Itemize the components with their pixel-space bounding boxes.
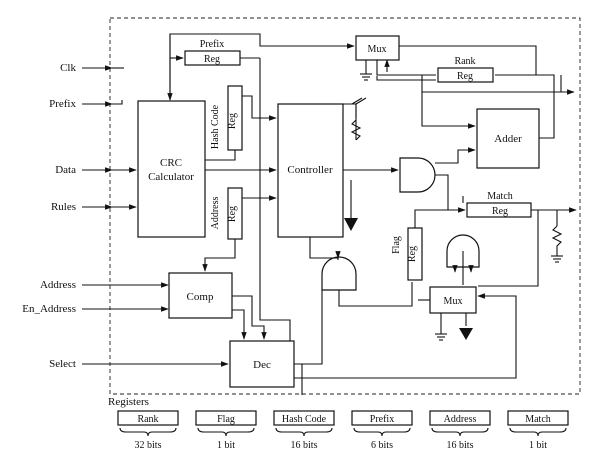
legend-brace	[197, 427, 255, 437]
flag-register-reg: Reg	[407, 246, 418, 262]
and-gate-main	[399, 157, 436, 193]
input-label-clk: Clk	[60, 62, 76, 74]
legend-register-name: Match	[525, 414, 551, 425]
prefix-register-reg: Reg	[204, 54, 220, 65]
rank-register	[437, 67, 494, 83]
legend-title: Registers	[108, 396, 149, 408]
crc-calculator-block	[137, 100, 206, 238]
mux-bottom-label: Mux	[444, 296, 463, 307]
legend-register-name: Rank	[137, 414, 158, 425]
input-label-select: Select	[49, 358, 76, 370]
address-register-label: Address	[210, 197, 221, 230]
hash-code-register-reg: Reg	[227, 113, 238, 129]
legend-brace	[275, 427, 333, 437]
legend-brace	[353, 427, 411, 437]
input-label-data: Data	[55, 164, 76, 176]
comp-label: Comp	[187, 291, 214, 303]
legend-register-box	[507, 410, 569, 426]
adder-label: Adder	[494, 133, 522, 145]
input-label-address: Address	[40, 279, 76, 291]
prefix-register-label: Prefix	[200, 39, 224, 50]
comp-block	[168, 272, 233, 319]
mux-bottom-block	[429, 286, 477, 314]
legend-register-bits: 16 bits	[291, 440, 318, 451]
controller-label: Controller	[287, 164, 333, 176]
input-label-en-address: En_Address	[22, 303, 76, 315]
legend-brace	[119, 427, 177, 437]
legend-register-box	[273, 410, 335, 426]
rank-register-label: Rank	[454, 56, 475, 67]
mux-top-label: Mux	[368, 44, 387, 55]
hash-code-register-label: Hash Code	[210, 104, 221, 149]
legend-brace	[509, 427, 567, 437]
dec-label: Dec	[253, 359, 271, 371]
address-register-reg: Reg	[227, 206, 238, 222]
crc-calculator-label-line2: Calculator	[148, 171, 194, 183]
legend-register-box	[429, 410, 491, 426]
crc-calculator-label-line1: CRC	[160, 157, 182, 169]
match-register-label: Match	[487, 191, 513, 202]
input-label-prefix: Prefix	[49, 98, 76, 110]
ground-triangle-mux	[459, 328, 473, 340]
legend-register-name: Address	[444, 414, 477, 425]
legend-register-name: Flag	[217, 414, 235, 425]
legend-register-bits: 6 bits	[371, 440, 393, 451]
system-boundary	[109, 17, 581, 395]
input-label-rules: Rules	[51, 201, 76, 213]
legend-register-box	[195, 410, 257, 426]
legend-register-bits: 1 bit	[529, 440, 547, 451]
register-legend: Rank 32 bits Flag 1 bit Hash Code 16 bits Pref…	[117, 410, 569, 451]
rank-register-reg: Reg	[457, 71, 473, 82]
legend-register-box	[351, 410, 413, 426]
flag-register-label: Flag	[391, 236, 402, 254]
legend-register-name: Prefix	[370, 414, 394, 425]
legend-register-box	[117, 410, 179, 426]
legend-register-bits: 32 bits	[135, 440, 162, 451]
legend-register-bits: 1 bit	[217, 440, 235, 451]
legend-register-bits: 16 bits	[447, 440, 474, 451]
controller-block	[277, 103, 344, 238]
legend-register-name: Hash Code	[282, 414, 327, 425]
ground-triangle-controller	[344, 218, 358, 231]
match-register-reg: Reg	[492, 206, 508, 217]
and-gate-comp	[321, 256, 357, 291]
legend-brace	[431, 427, 489, 437]
